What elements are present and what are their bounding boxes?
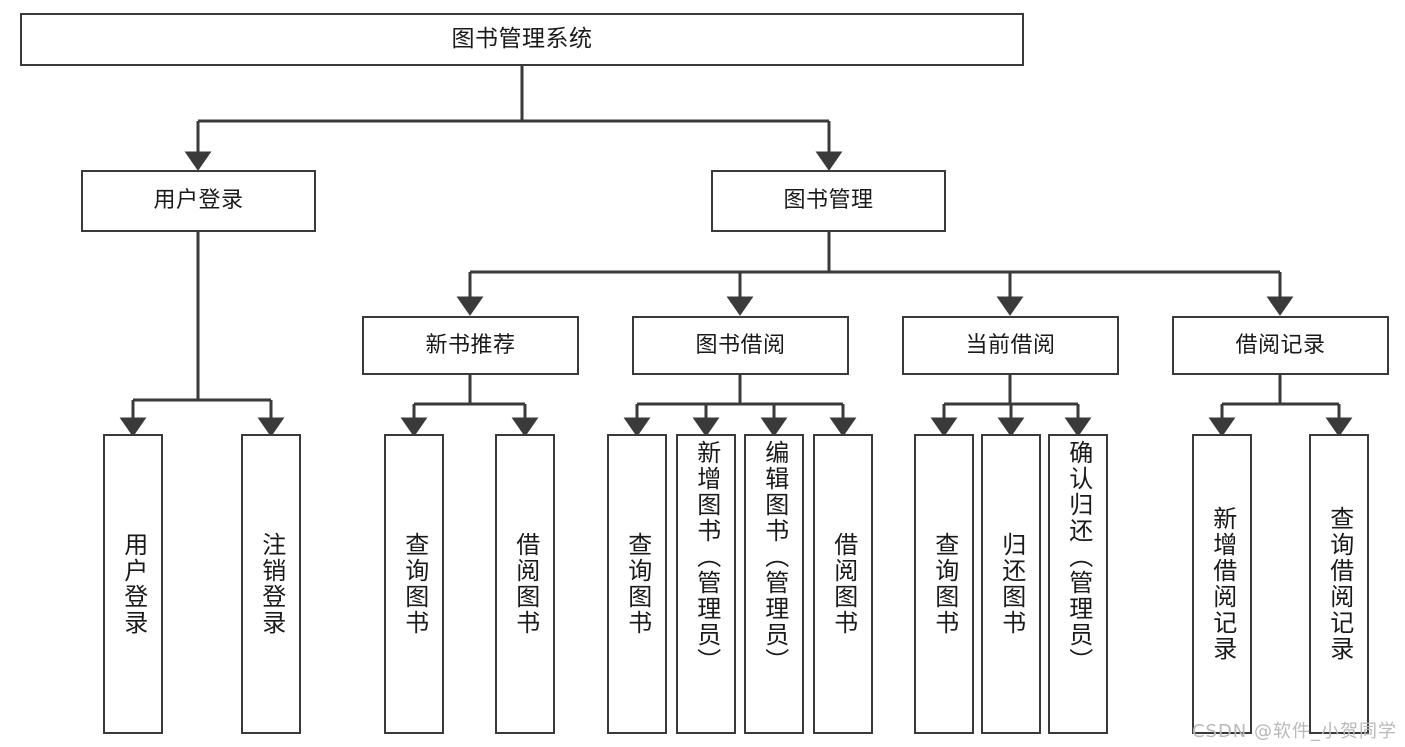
node-leaf-add-record-label: 新增借阅记录 [1208,506,1237,662]
node-leaf-query-record-label: 查询借阅记录 [1325,506,1354,662]
node-leaf-add-book[interactable]: 新增图书（管理员） [676,434,736,734]
node-leaf-query-book-3[interactable]: 查询图书 [914,434,974,734]
node-leaf-confirm-return[interactable]: 确认归还（管理员） [1048,434,1108,734]
node-leaf-edit-book-label: 编辑图书（管理员） [760,440,789,674]
node-book-manage-label: 图书管理 [783,188,874,214]
node-root-label: 图书管理系统 [451,25,593,52]
node-leaf-borrow-book-1-label: 借阅图书 [511,532,540,636]
node-book-borrow-label: 图书借阅 [695,332,786,358]
node-new-book-rec-label: 新书推荐 [425,332,516,358]
node-leaf-borrow-book-1[interactable]: 借阅图书 [495,434,555,734]
node-root[interactable]: 图书管理系统 [20,13,1024,66]
node-current-borrow-label: 当前借阅 [965,332,1056,358]
node-leaf-borrow-book-2-label: 借阅图书 [829,532,858,636]
node-leaf-user-login[interactable]: 用户登录 [103,434,163,734]
node-user-login[interactable]: 用户登录 [81,170,316,232]
node-leaf-user-logout[interactable]: 注销登录 [241,434,301,734]
node-leaf-confirm-return-label: 确认归还（管理员） [1064,440,1093,674]
node-leaf-add-record[interactable]: 新增借阅记录 [1192,434,1252,734]
node-leaf-edit-book[interactable]: 编辑图书（管理员） [744,434,804,734]
node-leaf-add-book-label: 新增图书（管理员） [692,440,721,674]
node-leaf-user-login-label: 用户登录 [119,532,148,636]
node-leaf-query-record[interactable]: 查询借阅记录 [1309,434,1369,734]
node-leaf-query-book-1-label: 查询图书 [400,532,429,636]
node-leaf-user-logout-label: 注销登录 [257,532,286,636]
node-leaf-return-book-label: 归还图书 [997,532,1026,636]
node-new-book-rec[interactable]: 新书推荐 [362,316,579,375]
node-leaf-query-book-1[interactable]: 查询图书 [384,434,444,734]
node-borrow-record[interactable]: 借阅记录 [1172,316,1389,375]
node-current-borrow[interactable]: 当前借阅 [902,316,1119,375]
node-leaf-return-book[interactable]: 归还图书 [981,434,1041,734]
csdn-watermark: CSDN @软件_小贺同学 [1191,721,1397,742]
node-leaf-borrow-book-2[interactable]: 借阅图书 [813,434,873,734]
node-leaf-query-book-3-label: 查询图书 [930,532,959,636]
node-borrow-record-label: 借阅记录 [1235,332,1326,358]
node-book-manage[interactable]: 图书管理 [711,170,946,232]
node-leaf-query-book-2-label: 查询图书 [623,532,652,636]
node-book-borrow[interactable]: 图书借阅 [632,316,849,375]
node-leaf-query-book-2[interactable]: 查询图书 [607,434,667,734]
node-user-login-label: 用户登录 [153,188,244,214]
